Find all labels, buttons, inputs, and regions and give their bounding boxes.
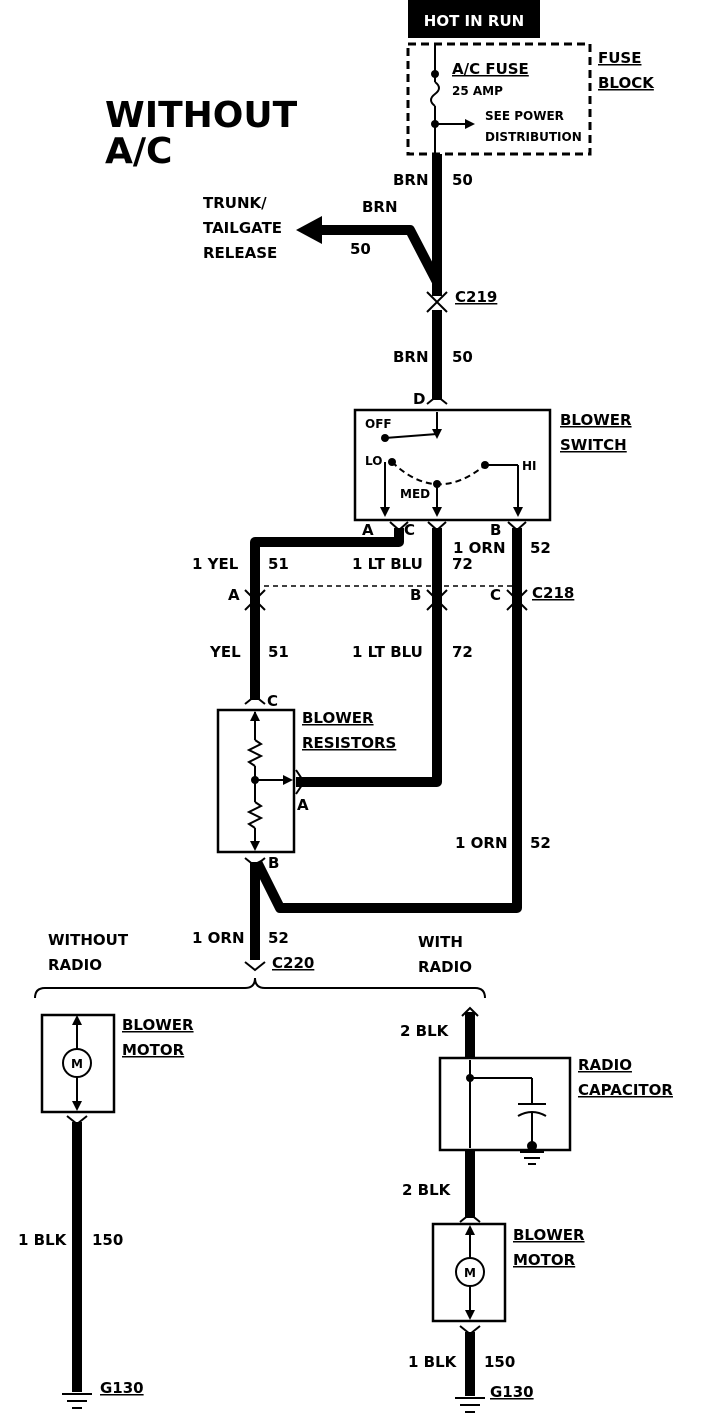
wire-label-color: 2 BLK [402, 1181, 452, 1199]
wire-label-circuit: 72 [452, 555, 473, 573]
blower-resistors-label-line1: BLOWER [302, 709, 374, 727]
connector-label: C219 [455, 288, 497, 306]
trunk-label-line3: RELEASE [203, 244, 277, 262]
wire-label-color: 1 LT BLU [352, 555, 423, 573]
connector-c218 [244, 585, 528, 611]
without-radio-label-line2: RADIO [48, 956, 102, 974]
wire-label-color: 1 BLK [18, 1231, 68, 1249]
ground-icon [455, 1397, 485, 1413]
fuse-name: A/C FUSE [452, 60, 529, 78]
wire-ltblu-72 [296, 528, 442, 787]
resistor-icon [246, 739, 264, 767]
wire-label-circuit: 50 [452, 348, 473, 366]
pin-label: B [490, 521, 501, 539]
option-bracket [34, 977, 486, 999]
with-radio-label-line1: WITH [418, 933, 463, 951]
fuse-note-line2: DISTRIBUTION [485, 130, 582, 144]
wire-label-color: BRN [393, 171, 429, 189]
wire-label-circuit: 51 [268, 643, 289, 661]
ground-icon [62, 1393, 92, 1409]
hot-in-run-banner: HOT IN RUN [408, 0, 540, 38]
switch-pos-off: OFF [365, 417, 392, 431]
svg-text:HOT IN RUN: HOT IN RUN [424, 12, 524, 30]
pin-label: C [404, 521, 415, 539]
radio-capacitor [438, 1056, 572, 1165]
connector-c220 [244, 961, 266, 972]
motor-symbol: M [71, 1057, 83, 1071]
wire-label-color: 2 BLK [400, 1022, 450, 1040]
blower-switch-label-line2: SWITCH [560, 436, 627, 454]
blower-motor-left-label-line2: MOTOR [122, 1041, 185, 1059]
connector-label: C220 [272, 954, 314, 972]
trunk-label-line2: TAILGATE [203, 219, 282, 237]
fuse-note-line1: SEE POWER [485, 109, 564, 123]
wire-label-circuit: 150 [484, 1353, 515, 1371]
wire-label-circuit: 51 [268, 555, 289, 573]
trunk-wire-color: BRN [362, 198, 398, 216]
wire-label-circuit: 52 [530, 539, 551, 557]
pin-label: B [268, 854, 279, 872]
wire-label-circuit: 50 [452, 171, 473, 189]
switch-pos-hi: HI [522, 459, 537, 473]
pin-label: B [410, 586, 421, 604]
wire-label-color: 1 ORN [192, 929, 245, 947]
connector-c219 [426, 291, 448, 313]
blower-switch: OFF LO MED HI [353, 408, 552, 522]
blower-motor-left: M [40, 1013, 116, 1114]
blower-switch-label-line1: BLOWER [560, 411, 632, 429]
fuse-block-label-line1: FUSE [598, 49, 641, 67]
trunk-arrow-icon [296, 216, 322, 244]
radio-capacitor-label-line1: RADIO [578, 1056, 632, 1074]
wire-label-circuit: 150 [92, 1231, 123, 1249]
switch-pos-lo: LO [365, 454, 382, 468]
wire-yel-51 [250, 528, 404, 700]
wire-label-color: 1 ORN [455, 834, 508, 852]
fuse-icon [430, 81, 440, 107]
blower-resistors [216, 708, 296, 854]
wire-label-circuit: 52 [530, 834, 551, 852]
ground-label-right: G130 [490, 1383, 534, 1401]
blower-motor-left-label-line1: BLOWER [122, 1016, 194, 1034]
wire-label-color: YEL [209, 643, 241, 661]
blower-motor-right-label-line1: BLOWER [513, 1226, 585, 1244]
wire-label-circuit: 72 [452, 643, 473, 661]
trunk-label-line1: TRUNK/ [203, 194, 267, 212]
blower-resistors-label-line2: RESISTORS [302, 734, 396, 752]
ground-label-left: G130 [100, 1379, 144, 1397]
with-radio-label-line2: RADIO [418, 958, 472, 976]
connector-label: C218 [532, 584, 574, 602]
resistor-icon [246, 801, 264, 829]
pin-label: A [228, 586, 240, 604]
pin-label: D [413, 390, 425, 408]
pin-label: A [362, 521, 374, 539]
motor-symbol: M [464, 1266, 476, 1280]
pin-label: C [490, 586, 501, 604]
wire-label-color: 1 ORN [453, 539, 506, 557]
wire-brn-50-trunk [318, 225, 442, 285]
wire-label-color: BRN [393, 348, 429, 366]
fuse-rating: 25 AMP [452, 84, 503, 98]
blower-motor-right-label-line2: MOTOR [513, 1251, 576, 1269]
fuse-block-label-line2: BLOCK [598, 74, 655, 92]
diagram-title-line2: A/C [105, 131, 172, 172]
switch-pos-med: MED [400, 487, 430, 501]
radio-capacitor-label-line2: CAPACITOR [578, 1081, 673, 1099]
wire-label-color: 1 YEL [192, 555, 239, 573]
pin-label: C [267, 692, 278, 710]
diagram-title-line1: WITHOUT [105, 95, 298, 136]
wire-label-color: 1 BLK [408, 1353, 458, 1371]
trunk-wire-circuit: 50 [350, 240, 371, 258]
fuse-block: A/C FUSE 25 AMP SEE POWER DISTRIBUTION [406, 42, 592, 156]
without-radio-label-line1: WITHOUT [48, 931, 129, 949]
wire-label-color: 1 LT BLU [352, 643, 423, 661]
pin-label: A [297, 796, 309, 814]
wire-label-circuit: 52 [268, 929, 289, 947]
wire-orn-52-switch [252, 528, 522, 913]
blower-motor-right: M [431, 1222, 507, 1323]
